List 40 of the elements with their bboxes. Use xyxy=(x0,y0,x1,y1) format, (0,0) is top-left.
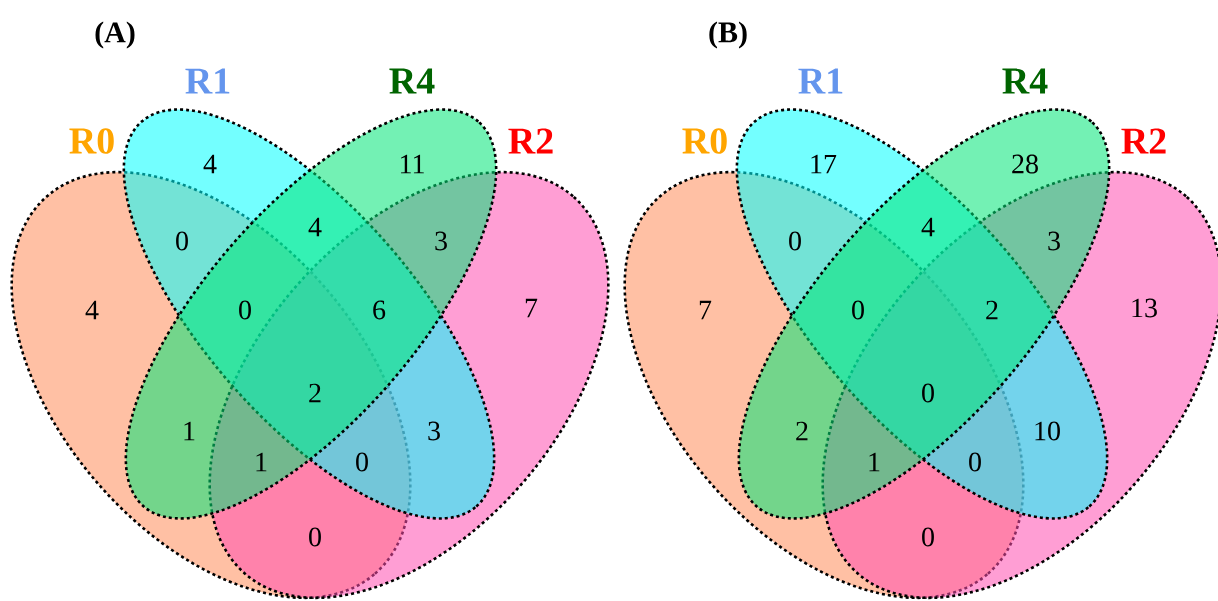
region-count: 13 xyxy=(1132,298,1157,318)
region-count: 2 xyxy=(986,300,998,320)
set-label: R4 xyxy=(389,68,435,94)
panel-label: (A) xyxy=(95,21,135,49)
region-count: 4 xyxy=(921,217,935,237)
region-count: 3 xyxy=(1048,231,1060,251)
region-count: 4 xyxy=(85,300,99,320)
region-count: 0 xyxy=(239,300,251,320)
region-count: 0 xyxy=(922,527,934,547)
region-count: 17 xyxy=(811,154,837,174)
panel-label: (B) xyxy=(709,21,747,49)
region-count: 0 xyxy=(852,300,864,320)
set-label: R0 xyxy=(69,128,114,154)
region-count: 4 xyxy=(308,217,322,237)
region-count: 0 xyxy=(356,452,368,472)
region-count: 3 xyxy=(435,231,447,251)
set-label: R1 xyxy=(185,68,230,94)
region-count: 10 xyxy=(1035,421,1060,441)
region-count: 0 xyxy=(969,452,981,472)
region-count: 2 xyxy=(309,383,321,403)
region-count: 2 xyxy=(796,421,808,441)
set-label: R4 xyxy=(1002,68,1048,94)
region-count: 7 xyxy=(699,300,712,320)
region-count: 1 xyxy=(256,452,267,472)
region-count: 11 xyxy=(401,154,424,174)
region-count: 7 xyxy=(525,298,538,318)
region-count: 3 xyxy=(428,421,440,441)
region-count: 0 xyxy=(176,231,188,251)
set-label: R1 xyxy=(798,68,843,94)
region-count: 28 xyxy=(1012,154,1038,174)
region-count: 6 xyxy=(373,300,386,320)
region-count: 1 xyxy=(184,421,195,441)
region-count: 0 xyxy=(922,383,934,403)
region-count: 0 xyxy=(789,231,801,251)
set-label: R2 xyxy=(508,128,553,154)
region-count: 0 xyxy=(309,527,321,547)
region-count: 1 xyxy=(869,452,880,472)
region-count: 4 xyxy=(203,154,217,174)
set-label: R2 xyxy=(1121,128,1166,154)
set-label: R0 xyxy=(682,128,727,154)
